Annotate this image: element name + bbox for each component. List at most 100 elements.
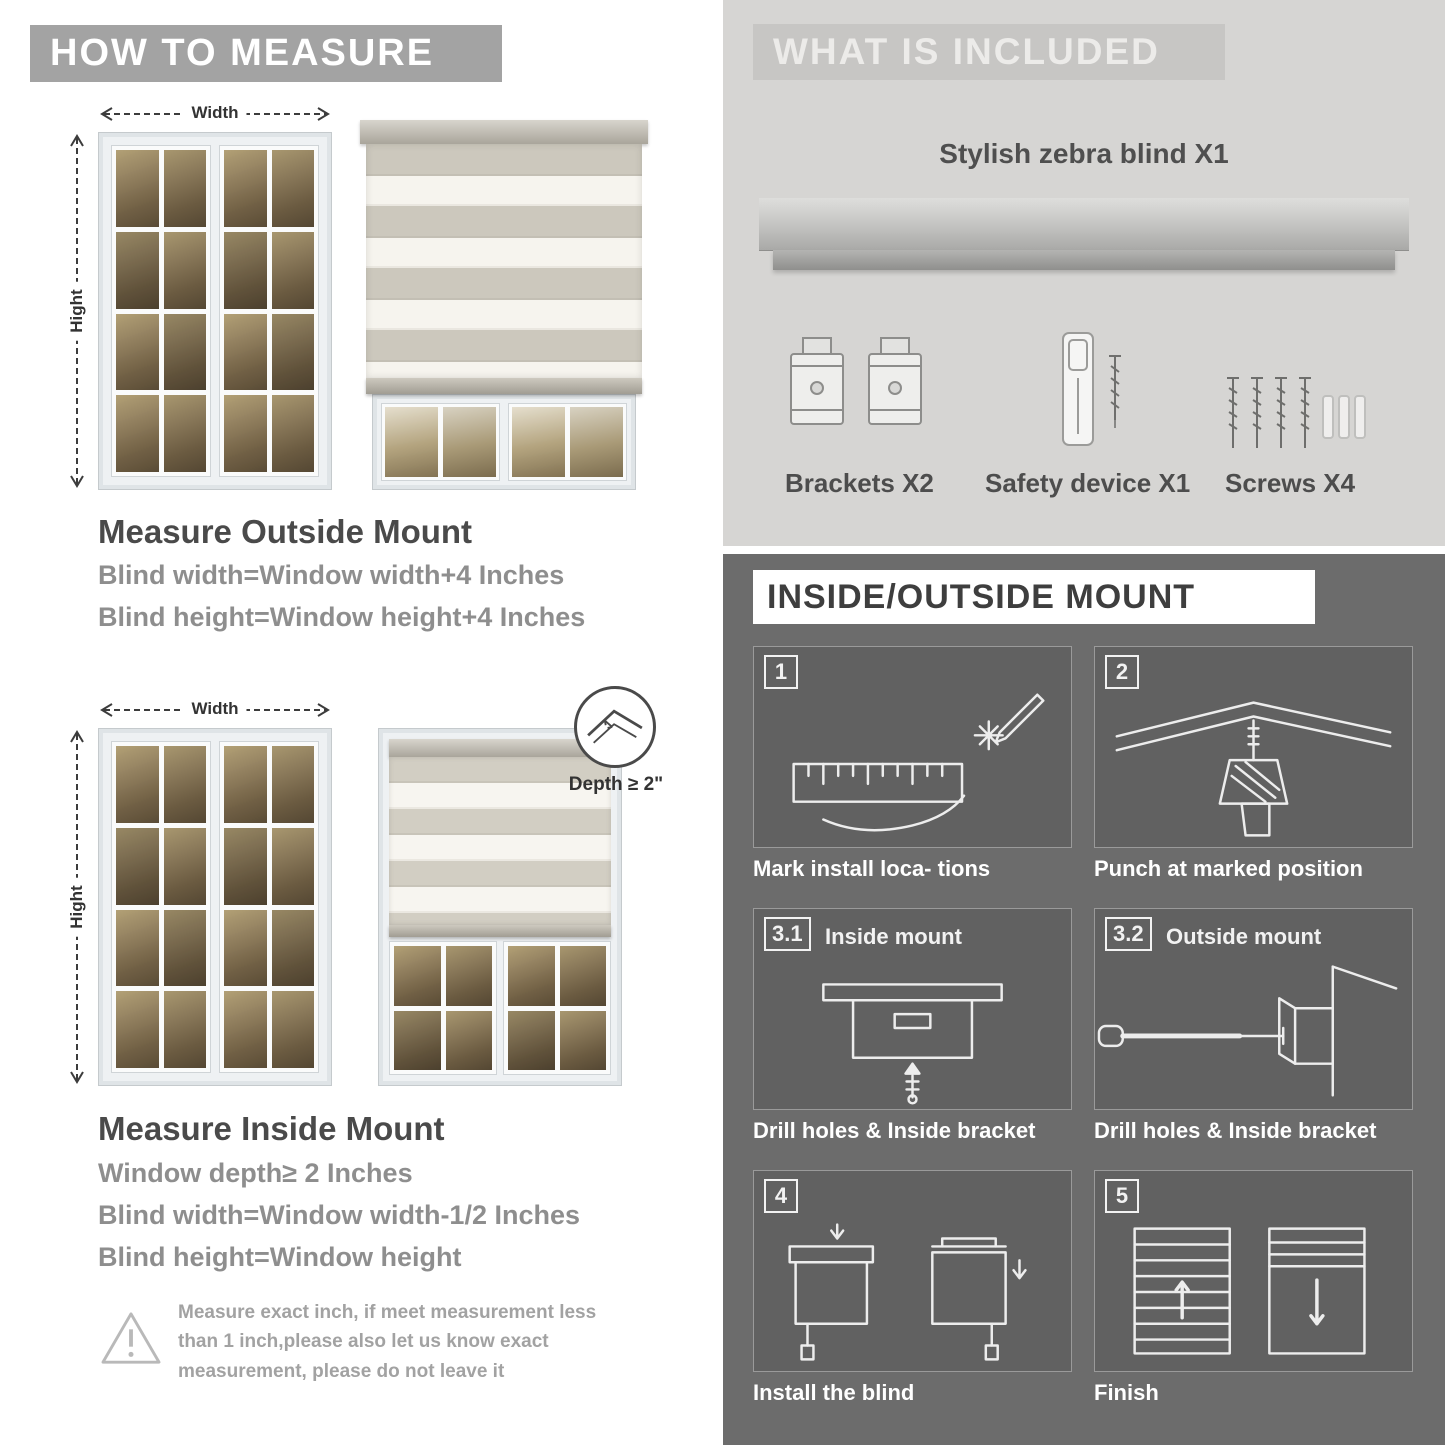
width-label: Width: [183, 103, 247, 123]
window-pane: [559, 946, 606, 1006]
step-number: 4: [764, 1179, 798, 1213]
width-measure-arrow: Width: [98, 103, 332, 125]
window-pane: [394, 1010, 441, 1070]
step-1-panel: 1: [753, 646, 1072, 848]
step-number: 3.1: [764, 917, 811, 951]
outside-bracket-illustration-icon: [1097, 965, 1398, 1097]
step-number: 3.2: [1105, 917, 1152, 951]
mark-location-illustration-icon: [792, 693, 1045, 832]
step-3-1: 3.1 Inside mount Drill holes & Inside br…: [753, 908, 1072, 1148]
window-pane: [271, 827, 314, 905]
window-pane: [224, 395, 267, 472]
safety-device-icon: [1062, 332, 1121, 446]
window-pane: [385, 407, 438, 477]
window-pane: [445, 946, 492, 1006]
window-sash: [389, 941, 497, 1075]
outside-mount-title: Measure Outside Mount: [98, 513, 473, 550]
window-pane: [163, 395, 206, 472]
install-blind-illustration-icon: [788, 1223, 1027, 1361]
window-pane: [508, 946, 555, 1006]
screws-icon: [1227, 377, 1366, 448]
window-pane: [559, 1010, 606, 1070]
window-pane: [443, 407, 496, 477]
window-pane: [116, 150, 159, 227]
window-pane: [224, 746, 267, 823]
window-pane: [116, 313, 159, 391]
window-sash: [111, 741, 211, 1073]
inside-mount-title: Measure Inside Mount: [98, 1110, 445, 1147]
step-2: 2 Punch at marked position: [1094, 646, 1413, 886]
window-illustration-outside: [98, 132, 332, 490]
window-pane: [271, 150, 314, 227]
blind-headrail-rail: [773, 250, 1395, 270]
step-3-2-panel: 3.2 Outside mount: [1094, 908, 1413, 1110]
step-4-panel: 4: [753, 1170, 1072, 1372]
blind-fabric: [389, 757, 611, 925]
blind-cassette: [360, 120, 648, 144]
window-pane: [163, 313, 206, 391]
step-4: 4 Install the blind: [753, 1170, 1072, 1410]
window-pane: [163, 150, 206, 227]
step-caption: Mark install loca- tions: [753, 856, 991, 881]
outside-formula-height: Blind height=Window height+4 Inches: [98, 602, 586, 632]
step-5-panel: 5: [1094, 1170, 1413, 1372]
zebra-blind-inside-mount: [378, 728, 622, 1086]
step-caption: Install the blind: [753, 1380, 915, 1405]
window-sash: [219, 741, 319, 1073]
window-illustration-inside: [98, 728, 332, 1086]
blind-cassette: [389, 739, 611, 757]
window-sash: [381, 403, 500, 481]
step-3-2: 3.2 Outside mount Drill holes & Inside b…: [1094, 908, 1413, 1148]
window-pane: [163, 909, 206, 987]
step-caption: Finish: [1094, 1380, 1159, 1405]
inside-formula-height: Blind height=Window height: [98, 1242, 462, 1272]
window-pane: [224, 909, 267, 987]
inside-formula-depth: Window depth≥ 2 Inches: [98, 1158, 413, 1188]
screws-label: Screws X4: [1225, 468, 1356, 498]
blind-headrail-illustration: [759, 198, 1409, 250]
step-title: Inside mount: [825, 923, 962, 949]
how-to-measure-header: HOW TO MEASURE: [30, 25, 502, 82]
window-panes-below-blind: [389, 941, 611, 1075]
window-pane: [224, 150, 267, 227]
window-pane: [163, 991, 206, 1068]
window-pane: [394, 946, 441, 1006]
product-label: Stylish zebra blind X1: [939, 138, 1229, 169]
step-number: 2: [1105, 655, 1139, 689]
window-pane: [116, 746, 159, 823]
window-pane: [271, 991, 314, 1068]
depth-callout-circle: [574, 686, 656, 768]
window-pane: [570, 407, 623, 477]
window-pane: [271, 909, 314, 987]
window-pane: [271, 746, 314, 823]
step-3-1-panel: 3.1 Inside mount: [753, 908, 1072, 1110]
step-caption: Drill holes & Inside bracket: [1094, 1118, 1377, 1143]
drill-illustration-icon: [1115, 701, 1392, 837]
blind-fabric: [366, 144, 642, 378]
window-corner-depth-icon: [587, 709, 643, 744]
window-pane: [271, 395, 314, 472]
height-label: Hight: [67, 281, 87, 341]
step-caption: Punch at marked position: [1094, 856, 1363, 881]
width-label: Width: [183, 699, 247, 719]
window-sash: [219, 145, 319, 477]
step-number: 1: [764, 655, 798, 689]
window-sash: [503, 941, 611, 1075]
height-measure-arrow: Hight: [66, 132, 88, 490]
window-behind-blind: [372, 394, 636, 490]
window-pane: [163, 231, 206, 309]
window-pane: [224, 313, 267, 391]
outside-formula-width: Blind width=Window width+4 Inches: [98, 560, 565, 590]
how-to-measure-section: HOW TO MEASURE Width Hight: [0, 0, 722, 1445]
what-is-included-section: WHAT IS INCLUDED Stylish zebra blind X1: [723, 0, 1445, 546]
window-sash: [508, 403, 627, 481]
window-pane: [116, 991, 159, 1068]
window-sash: [111, 145, 211, 477]
step-5: 5 Finish: [1094, 1170, 1413, 1410]
inside-bracket-illustration-icon: [822, 983, 1003, 1105]
blind-bottom-rail: [389, 925, 611, 937]
window-pane: [512, 407, 565, 477]
window-pane: [224, 827, 267, 905]
zebra-blind-outside-mount: [360, 120, 648, 394]
width-measure-arrow: Width: [98, 699, 332, 721]
